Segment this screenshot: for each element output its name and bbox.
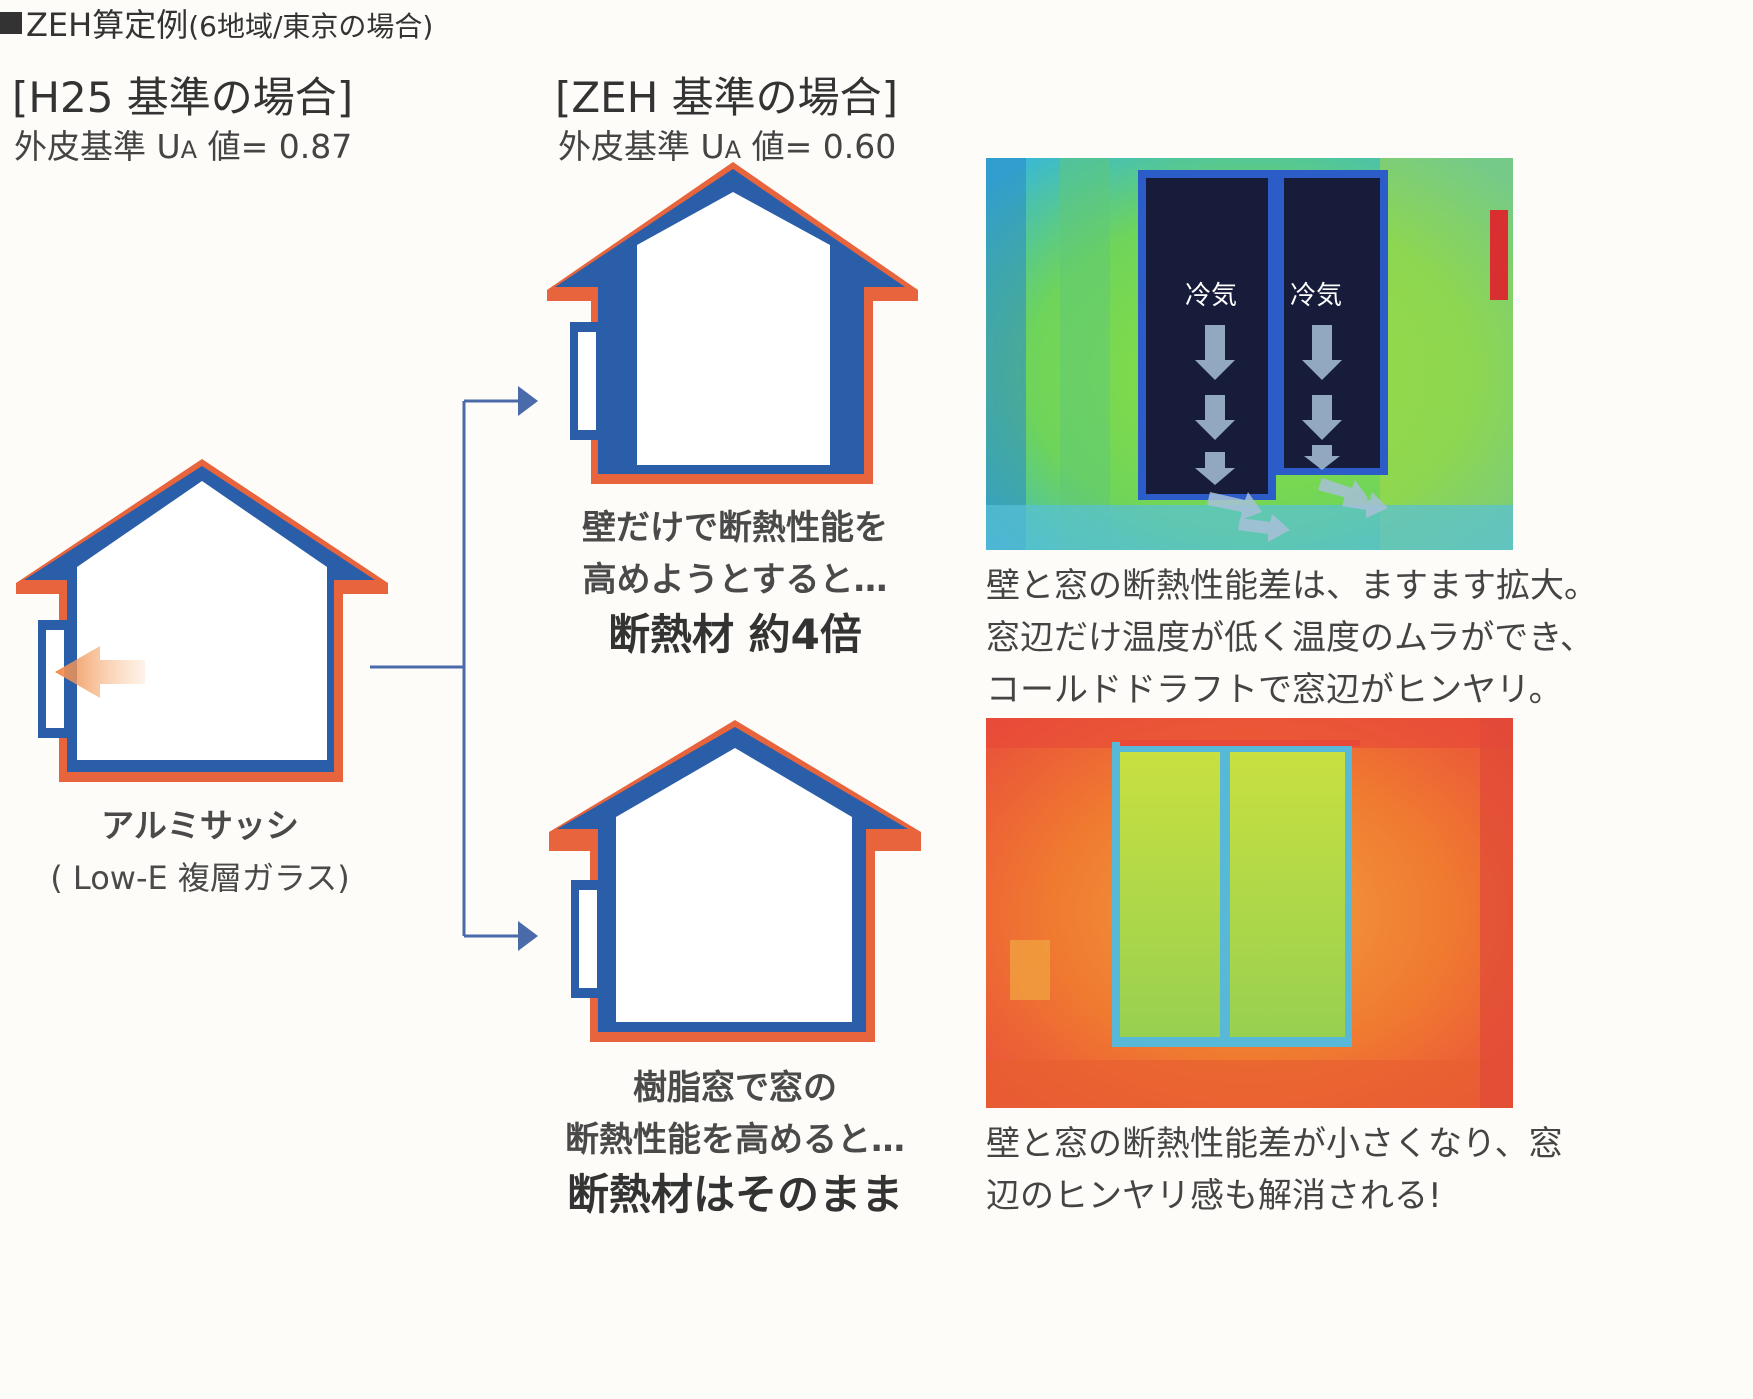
case2-emphasis: 断熱材はそのまま [566,1170,903,1219]
cold-air-label-left: 冷気 [1185,281,1237,311]
thermal-image-cold: 冷気 冷気 [986,158,1513,550]
header-title: ZEH算定例 [26,6,189,44]
zeh-house-walls [547,162,918,484]
case2-line2: 断熱性能を高めると… [565,1120,905,1160]
arrow-to-case2-icon [518,921,538,951]
case2-line1: 樹脂窓で窓の [633,1068,837,1108]
case2-caption: 樹脂窓で窓の 断熱性能を高めると… 断熱材はそのまま [530,1062,940,1224]
desc2-line2: 辺のヒンヤリ感も解消される! [986,1176,1442,1216]
cold-air-arrows-icon [1195,325,1388,542]
case1-emphasis: 断熱材 約4倍 [608,610,862,659]
case1-line2: 高めようとすると… [582,560,888,600]
h25-house [16,459,388,782]
thermal-warm-description: 壁と窓の断熱性能差が小さくなり、窓 辺のヒンヤリ感も解消される! [986,1118,1563,1222]
page-header: ZEH算定例(6地域/東京の場合) [0,0,433,46]
h25-caption-line1: アルミサッシ [101,806,299,845]
desc1-line1: 壁と窓の断熱性能差は、ますます拡大。 [986,566,1598,606]
h25-title: [H25 基準の場合] [12,73,354,122]
header-square-icon [0,12,22,34]
h25-caption-line2: ( Low-E 複層ガラス) [50,859,350,897]
branch-connector [370,399,518,938]
h25-caption: アルミサッシ ( Low-E 複層ガラス) [0,800,400,904]
desc2-line1: 壁と窓の断熱性能差が小さくなり、窓 [986,1124,1563,1164]
arrow-to-case1-icon [518,386,538,416]
header-subtitle: (6地域/東京の場合) [188,10,434,43]
case1-line1: 壁だけで断熱性能を [582,508,888,548]
zeh-title: [ZEH 基準の場合] [555,73,899,122]
desc1-line2: 窓辺だけ温度が低く温度のムラができ、 [986,618,1594,658]
h25-ua-value: 外皮基準 UA 値= 0.87 [14,127,353,166]
thermal-cold-description: 壁と窓の断熱性能差は、ますます拡大。 窓辺だけ温度が低く温度のムラができ、 コー… [986,560,1598,716]
zeh-ua-value: 外皮基準 UA 値= 0.60 [558,127,897,166]
zeh-house-window [549,720,921,1042]
desc1-line3: コールドドラフトで窓辺がヒンヤリ。 [986,670,1563,710]
case1-caption: 壁だけで断熱性能を 高めようとすると… 断熱材 約4倍 [530,502,940,664]
thermal-image-warm [986,718,1513,1108]
cold-air-label-right: 冷気 [1290,281,1342,311]
heat-loss-arrow-icon [55,646,145,698]
